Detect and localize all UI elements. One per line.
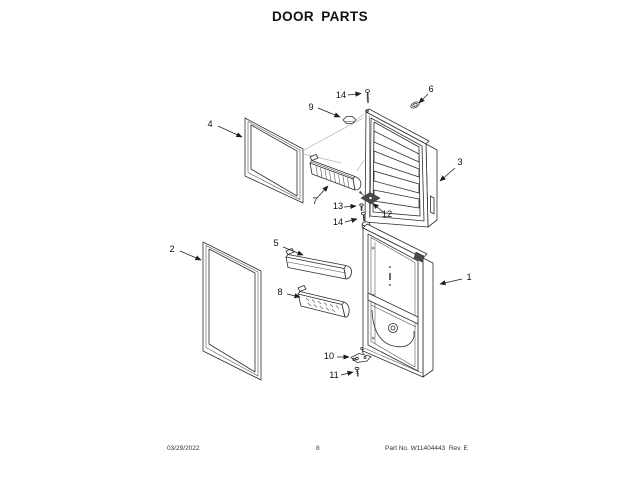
- freezer-door-handle-recess: [430, 195, 435, 215]
- footer-page-number: 8: [316, 445, 320, 452]
- callout-leader-lines: [179, 91, 463, 376]
- footer-date: 03/29/2022: [167, 445, 200, 452]
- callout-2: 2: [169, 244, 174, 254]
- refrigerator-door-gasket: [202, 241, 262, 381]
- door-emblem: [388, 323, 398, 333]
- callout-6: 6: [428, 84, 433, 94]
- callout-10: 10: [324, 351, 334, 361]
- footer-part-number: Part No. W11404443 Rev. E: [385, 445, 468, 452]
- callout-11: 11: [329, 370, 339, 380]
- page-title: DOOR PARTS: [271, 9, 368, 24]
- freezer-door: [364, 108, 438, 228]
- callout-12: 12: [382, 209, 392, 219]
- callout-3: 3: [457, 157, 462, 167]
- callout-1: 1: [466, 272, 471, 282]
- hinge-screw-top: [364, 89, 370, 104]
- callout-9: 9: [308, 102, 313, 112]
- hinge-hole-plug: [342, 116, 357, 124]
- hinge-pin-hole: [365, 109, 369, 113]
- top-hinge-bracket: [413, 251, 425, 263]
- door-bin-upper: [285, 248, 353, 280]
- callout-8: 8: [277, 287, 282, 297]
- refrigerator-door: [362, 223, 434, 378]
- callout-5: 5: [273, 238, 278, 248]
- door-shelf-rail: [367, 292, 419, 325]
- hinge-screw-center: [359, 203, 364, 211]
- door-bin-lower: [297, 285, 350, 318]
- freezer-door-bin: [309, 154, 362, 191]
- bin-crosshatch-texture: [305, 297, 340, 313]
- hinge-screw-bottom: [354, 366, 360, 377]
- callout-13: 13: [333, 201, 343, 211]
- callout-labels: 4 2 9 14 6 3 7 13 12 14 5 8 1 10 11: [169, 84, 471, 380]
- callout-14-top: 14: [336, 90, 346, 100]
- bottom-hinge: [350, 346, 372, 363]
- freezer-door-gasket: [244, 117, 304, 204]
- center-hinge: [359, 191, 381, 205]
- bin-rib-texture: [315, 165, 350, 188]
- callout-4: 4: [207, 119, 212, 129]
- grommet: [410, 101, 420, 109]
- callout-14-mid: 14: [333, 217, 343, 227]
- callout-7: 7: [312, 196, 317, 206]
